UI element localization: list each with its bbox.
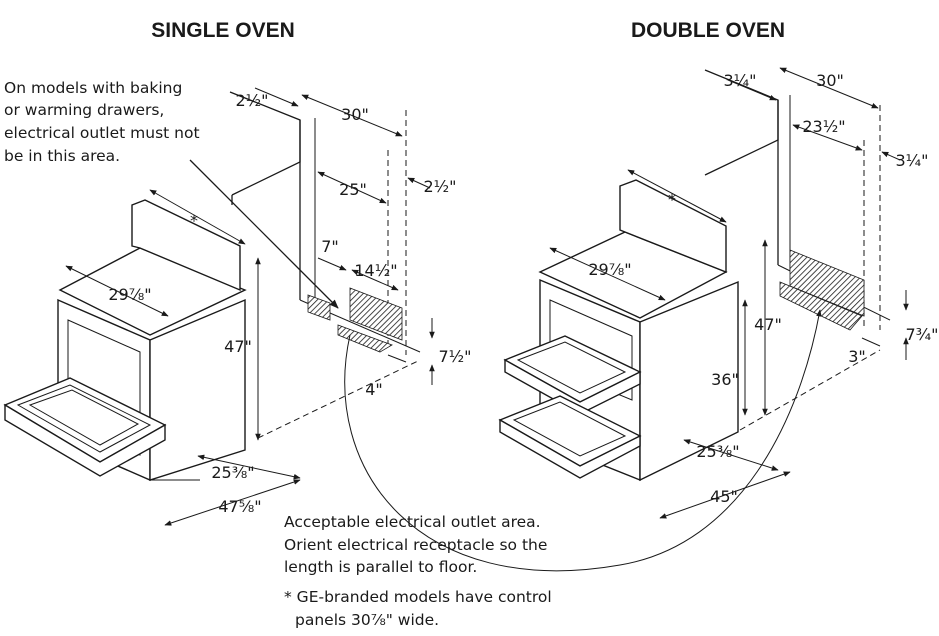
double-dim-cooktop-width: 29⅞" bbox=[588, 260, 631, 279]
single-dim-right-offset: 2½" bbox=[423, 177, 456, 196]
single-outlet-hatch-right bbox=[349, 287, 403, 341]
single-dim-wall-offset: 2½" bbox=[235, 91, 268, 110]
single-dim-depth-25: 25⅜" bbox=[211, 463, 254, 482]
single-dim-outlet-7: 7" bbox=[321, 237, 339, 256]
single-oven-dimension-lines bbox=[65, 87, 435, 526]
single-dim-outlet-14: 14½" bbox=[354, 261, 397, 280]
single-dim-height-47: 47" bbox=[224, 337, 252, 356]
single-control-panel-marker: * bbox=[190, 211, 198, 230]
ge-note-line: * GE-branded models have control bbox=[284, 588, 552, 606]
outlet-area-note: Acceptable electrical outlet area. Orien… bbox=[284, 513, 547, 576]
double-control-panel-marker: * bbox=[668, 190, 676, 209]
drawer-warning-line: electrical outlet must not bbox=[4, 124, 200, 142]
double-dim-depth-25: 25⅜" bbox=[696, 442, 739, 461]
drawer-warning-line: be in this area. bbox=[4, 147, 120, 165]
single-dim-cooktop-width: 29⅞" bbox=[108, 285, 151, 304]
double-outlet-hatch-wall bbox=[789, 249, 865, 317]
double-dim-wall-offset: 3¼" bbox=[723, 71, 756, 90]
single-dim-width-30: 30" bbox=[341, 105, 369, 124]
outlet-area-line: Acceptable electrical outlet area. bbox=[284, 513, 541, 531]
single-dim-outlet-height: 7½" bbox=[438, 347, 471, 366]
single-oven-title: SINGLE OVEN bbox=[151, 19, 295, 42]
double-dim-width-30: 30" bbox=[816, 71, 844, 90]
double-dim-right-offset: 3¼" bbox=[895, 151, 928, 170]
single-outlet-hatch-left bbox=[307, 294, 331, 321]
single-dim-depth-47: 47⅝" bbox=[218, 497, 261, 516]
double-dim-outlet-height: 7¾" bbox=[905, 325, 938, 344]
double-dim-outlet-3: 3" bbox=[848, 347, 866, 366]
single-dim-width-25: 25" bbox=[339, 180, 367, 199]
drawer-warning-line: On models with baking bbox=[4, 79, 182, 97]
double-oven-dimension-lines bbox=[344, 67, 909, 572]
ge-note-line: panels 30⅞" wide. bbox=[295, 611, 439, 629]
double-outlet-hatch-floor bbox=[779, 281, 863, 331]
double-dim-depth-45: 45" bbox=[710, 487, 738, 506]
double-dim-width-23: 23½" bbox=[802, 117, 845, 136]
drawer-warning-line: or warming drawers, bbox=[4, 101, 164, 119]
outlet-area-line: Orient electrical receptacle so the bbox=[284, 536, 547, 554]
single-outlet-hatch-floor bbox=[337, 324, 393, 353]
ge-control-panel-note: * GE-branded models have control panels … bbox=[284, 588, 552, 629]
double-oven-title: DOUBLE OVEN bbox=[631, 19, 785, 42]
drawer-warning-note: On models with baking or warming drawers… bbox=[4, 79, 200, 165]
single-oven-drawing bbox=[3, 91, 421, 482]
double-dim-height-36: 36" bbox=[711, 370, 739, 389]
double-dim-height-47: 47" bbox=[754, 315, 782, 334]
single-dim-outlet-4: 4" bbox=[365, 380, 383, 399]
outlet-area-line: length is parallel to floor. bbox=[284, 558, 477, 576]
